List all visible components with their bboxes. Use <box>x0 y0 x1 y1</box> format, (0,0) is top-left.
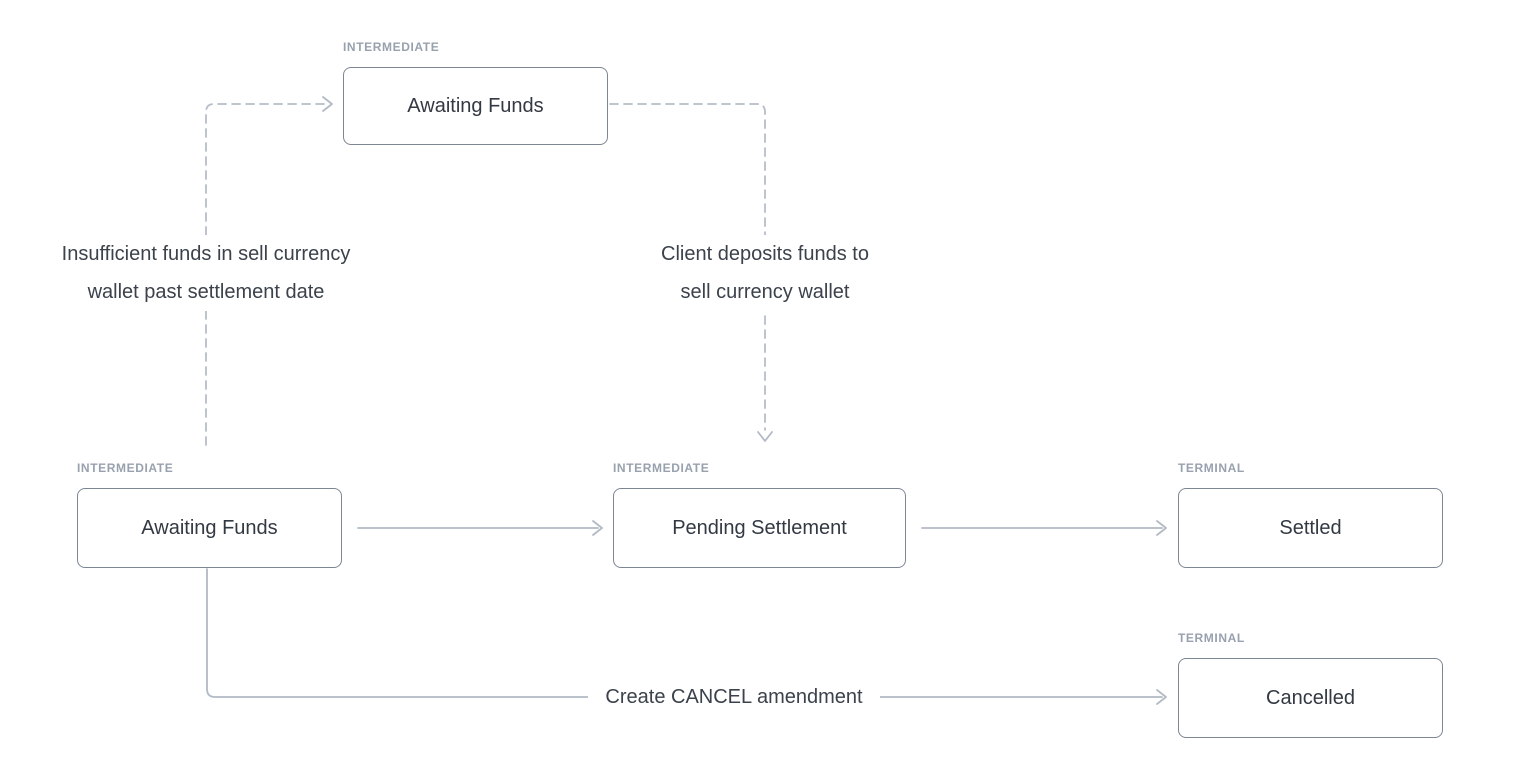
state-box-awaiting-funds: Awaiting Funds <box>77 488 342 568</box>
edge-awaiting-to-cancelled <box>206 568 1163 698</box>
state-label: Awaiting Funds <box>141 516 278 539</box>
edge-awaiting-to-top-awaiting-arrowhead <box>322 96 333 112</box>
state-label: Pending Settlement <box>672 516 847 539</box>
state-label: Cancelled <box>1266 686 1355 709</box>
edge-note-create-cancel-amendment: Create CANCEL amendment <box>588 680 880 714</box>
edge-awaiting-to-pending-arrowhead <box>592 520 603 536</box>
node-cancelled: TERMINAL Cancelled <box>1178 631 1443 738</box>
edge-note-client-deposits: Client deposits funds to sell currency w… <box>625 235 905 311</box>
state-box-pending-settlement: Pending Settlement <box>613 488 906 568</box>
edge-top-awaiting-to-pending <box>609 103 766 431</box>
edge-pending-to-settled-arrowhead <box>1156 520 1167 536</box>
node-settled: TERMINAL Settled <box>1178 461 1443 568</box>
edge-top-awaiting-to-pending-arrowhead <box>757 431 773 442</box>
edge-note-line: Client deposits funds to <box>661 243 869 265</box>
edge-awaiting-to-cancelled-arrowhead <box>1156 689 1167 705</box>
state-label: Awaiting Funds <box>407 94 544 117</box>
edge-note-line: wallet past settlement date <box>87 281 325 303</box>
node-awaiting-funds-top: INTERMEDIATE Awaiting Funds <box>343 40 608 145</box>
state-box-cancelled: Cancelled <box>1178 658 1443 738</box>
state-type-badge: TERMINAL <box>1178 461 1245 475</box>
edge-note-line: Create CANCEL amendment <box>605 686 863 708</box>
state-type-badge: INTERMEDIATE <box>77 461 174 475</box>
edge-awaiting-to-top-awaiting <box>205 103 325 446</box>
state-box-awaiting-funds-top: Awaiting Funds <box>343 67 608 145</box>
edge-note-line: sell currency wallet <box>680 281 850 303</box>
node-awaiting-funds: INTERMEDIATE Awaiting Funds <box>77 461 342 568</box>
edge-note-insufficient-funds: Insufficient funds in sell currency wall… <box>16 235 396 311</box>
state-box-settled: Settled <box>1178 488 1443 568</box>
node-pending-settlement: INTERMEDIATE Pending Settlement <box>613 461 906 568</box>
state-label: Settled <box>1279 516 1342 539</box>
state-type-badge: TERMINAL <box>1178 631 1245 645</box>
edge-note-line: Insufficient funds in sell currency <box>61 243 351 265</box>
state-type-badge: INTERMEDIATE <box>613 461 710 475</box>
state-type-badge: INTERMEDIATE <box>343 40 440 54</box>
